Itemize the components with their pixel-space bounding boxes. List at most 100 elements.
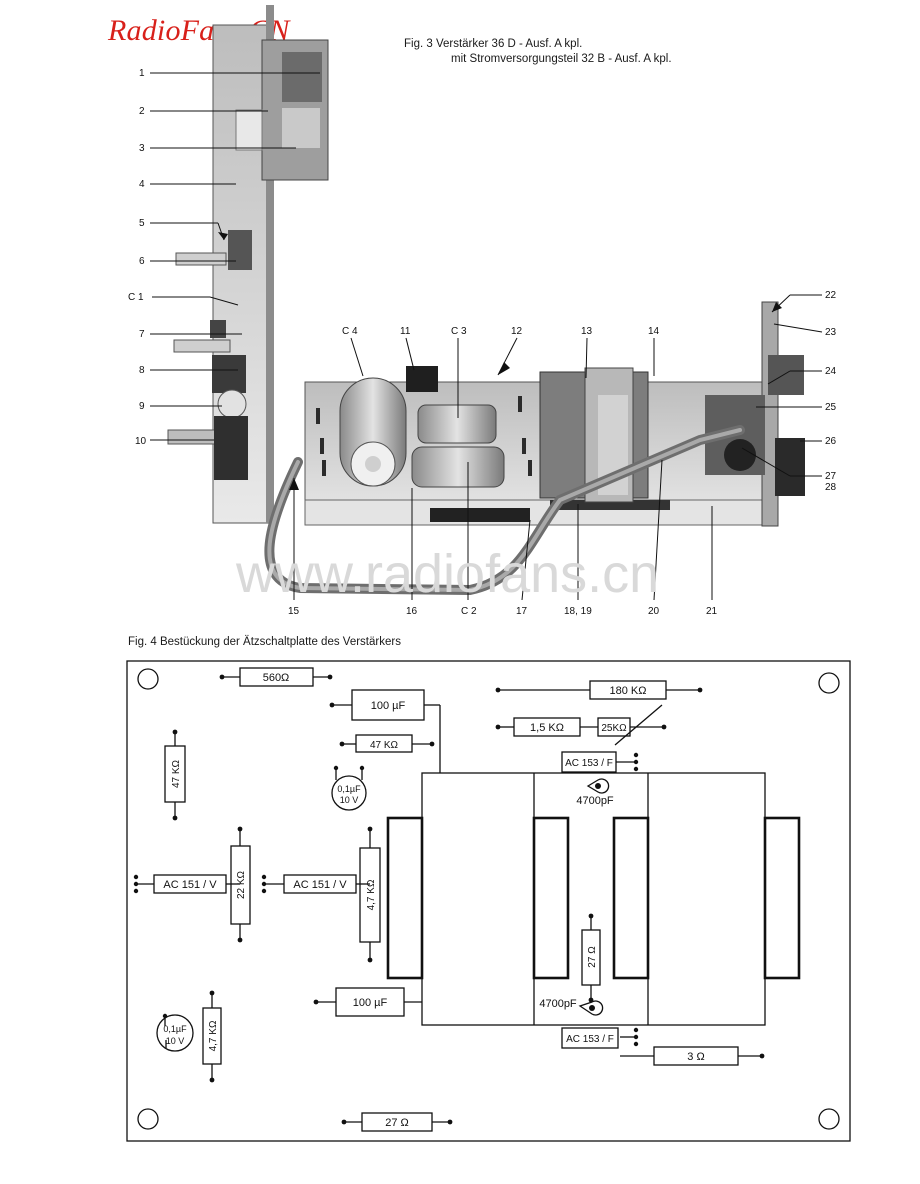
transistor-ac151-mid bbox=[283, 874, 357, 894]
resistor-4-7k-a bbox=[359, 847, 381, 943]
callout-17: 17 bbox=[516, 606, 528, 617]
label-100uf-top: 100 µF bbox=[371, 700, 406, 712]
label-4700pf-bottom: 4700pF bbox=[539, 998, 577, 1010]
label-25k: 25KΩ bbox=[601, 723, 627, 734]
label-3: 3 Ω bbox=[687, 1051, 704, 1063]
mount-hole-br bbox=[818, 1108, 840, 1130]
resistor-1-5k bbox=[513, 717, 581, 737]
callout-23: 23 bbox=[825, 327, 837, 338]
heatsink bbox=[430, 508, 530, 522]
label-ac151-mid: AC 151 / V bbox=[293, 879, 347, 891]
callout-3: 3 bbox=[139, 143, 145, 154]
label-4-7k-a: 4,7 KΩ bbox=[366, 879, 377, 910]
label-100uf-bottom: 100 µF bbox=[353, 997, 388, 1009]
label-47k-v1: 47 KΩ bbox=[171, 759, 182, 788]
callout-25: 25 bbox=[825, 402, 837, 413]
capacitor-100uf-top bbox=[351, 689, 425, 721]
shaft-7 bbox=[173, 339, 231, 353]
mount-hole-tl bbox=[137, 668, 159, 690]
resistor-560 bbox=[239, 667, 314, 687]
watermark: www.radiofans.cn bbox=[235, 544, 659, 604]
callout-18-19: 18, 19 bbox=[564, 606, 592, 617]
fig3-caption-line2: mit Stromversorgungsteil 32 B - Ausf. A … bbox=[451, 53, 672, 65]
transformer-coil-mid-right bbox=[612, 816, 650, 980]
label-180k: 180 KΩ bbox=[610, 685, 647, 697]
label-22k: 22 KΩ bbox=[236, 870, 247, 899]
label-47k-h: 47 KΩ bbox=[370, 740, 399, 751]
connector-26 bbox=[775, 438, 805, 496]
fig4-caption: Fig. 4 Bestückung der Ätzschaltplatte de… bbox=[128, 636, 401, 648]
callout-4: 4 bbox=[139, 179, 145, 190]
callout-27: 27 bbox=[825, 471, 837, 482]
resistor-4-7k-b bbox=[202, 1007, 222, 1065]
pcb-pads bbox=[133, 674, 765, 1125]
label-560: 560Ω bbox=[263, 672, 290, 684]
callout-15: 15 bbox=[288, 606, 300, 617]
callout-14: 14 bbox=[648, 326, 660, 337]
callout-7: 7 bbox=[139, 329, 145, 340]
label-10v-bottom: 10 V bbox=[166, 1036, 185, 1046]
callout-c1: C 1 bbox=[128, 292, 144, 303]
label-ac153-bottom: AC 153 / F bbox=[566, 1034, 614, 1045]
callout-c3: C 3 bbox=[451, 326, 467, 337]
callout-11: 11 bbox=[400, 326, 411, 337]
transistor-ac153-top bbox=[561, 751, 617, 773]
callout-21: 21 bbox=[706, 606, 718, 617]
resistor-47k-v1 bbox=[164, 745, 186, 803]
callout-c2: C 2 bbox=[461, 606, 477, 617]
callout-12: 12 bbox=[511, 326, 523, 337]
callout-26: 26 bbox=[825, 436, 837, 447]
disc-cap-4700-top bbox=[586, 778, 610, 794]
callout-20: 20 bbox=[648, 606, 660, 617]
shaft-6 bbox=[175, 252, 227, 266]
callout-c4: C 4 bbox=[342, 326, 358, 337]
transistor-ac153-bottom bbox=[561, 1027, 619, 1049]
fig3-photo bbox=[167, 5, 805, 596]
resistor-22k bbox=[230, 845, 251, 925]
capacitor-100uf-bottom bbox=[335, 987, 405, 1017]
transformer-coil-left bbox=[386, 816, 424, 980]
callout-6: 6 bbox=[139, 256, 145, 267]
callout-28: 28 bbox=[825, 482, 837, 493]
callout-arrows bbox=[218, 232, 782, 490]
panel-edge bbox=[266, 5, 274, 523]
mount-hole-bl bbox=[137, 1108, 159, 1130]
callout-8: 8 bbox=[139, 365, 145, 376]
label-ac153-top: AC 153 / F bbox=[565, 758, 613, 769]
switch-8 bbox=[212, 355, 246, 393]
fig3-caption: Fig. 3 Verstärker 36 D - Ausf. A kpl. mi… bbox=[404, 37, 672, 67]
label-4700pf-top: 4700pF bbox=[576, 795, 614, 807]
pcb-outline bbox=[126, 660, 851, 1142]
output-transformer bbox=[421, 772, 766, 1026]
callout-22: 22 bbox=[825, 290, 837, 301]
capacitor-0-1uf-bottom bbox=[156, 1014, 194, 1052]
label-ac151-left: AC 151 / V bbox=[163, 879, 217, 891]
fig3-caption-line1: Fig. 3 Verstärker 36 D - Ausf. A kpl. bbox=[404, 38, 583, 50]
cap-c2 bbox=[411, 446, 505, 488]
callout-9: 9 bbox=[139, 401, 145, 412]
label-1-5k: 1,5 KΩ bbox=[530, 722, 564, 734]
pcb-board bbox=[126, 660, 851, 1142]
lamp-9 bbox=[217, 389, 247, 419]
resistor-180k bbox=[589, 680, 667, 700]
callout-5: 5 bbox=[139, 218, 145, 229]
label-27-h: 27 Ω bbox=[385, 1117, 409, 1129]
cap-c3 bbox=[417, 404, 497, 444]
potentiometer-25k bbox=[597, 717, 631, 737]
label-27-v: 27 Ω bbox=[587, 946, 598, 968]
callout-2: 2 bbox=[139, 106, 145, 117]
callout-10: 10 bbox=[135, 436, 147, 447]
transformer-coil-mid-left bbox=[532, 816, 570, 980]
transformer-coil-right bbox=[763, 816, 801, 980]
resistor-47k-h bbox=[355, 734, 413, 753]
part-11 bbox=[406, 366, 438, 392]
resistor-27-v bbox=[581, 929, 601, 986]
callout-1: 1 bbox=[139, 68, 145, 79]
disc-cap-4700-bottom bbox=[578, 1000, 604, 1016]
mount-hole-tr bbox=[818, 672, 840, 694]
callout-24: 24 bbox=[825, 366, 837, 377]
label-0-1uf-top: 0,1µF bbox=[337, 784, 361, 794]
pot-10 bbox=[167, 429, 219, 445]
callout-16: 16 bbox=[406, 606, 418, 617]
